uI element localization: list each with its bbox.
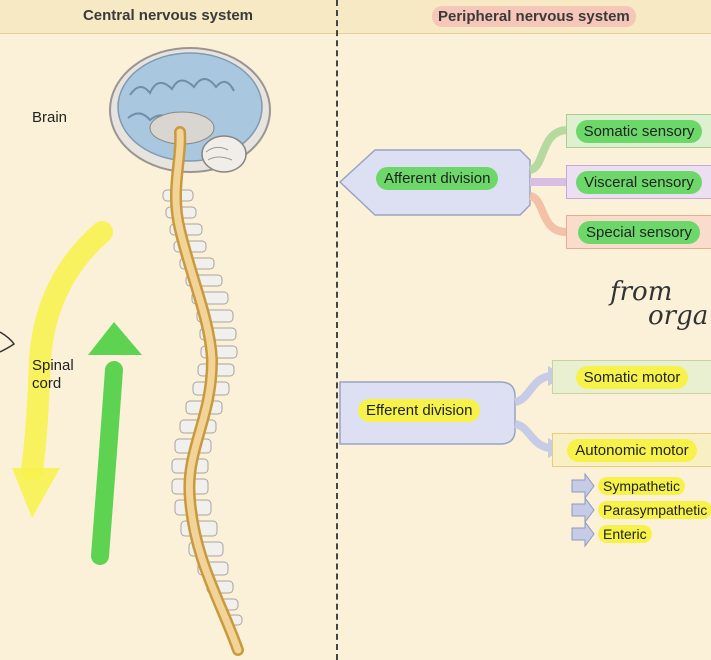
spinal-label-line1: Spinal <box>32 357 74 374</box>
header-bar: Central nervous system Peripheral nervou… <box>0 0 711 34</box>
pns-title: Peripheral nervous system <box>432 6 636 27</box>
yellow-down-arrow <box>21 221 113 481</box>
somatic-motor-label: Somatic motor <box>575 365 689 389</box>
cns-title: Central nervous system <box>82 7 254 24</box>
visceral-sensory-box: Visceral sensory <box>566 165 711 199</box>
efferent-division: Efferent division <box>358 399 481 422</box>
visceral-sensory-label: Visceral sensory <box>576 170 702 194</box>
parasympathetic-label: Parasympathetic <box>598 501 711 519</box>
divider-line <box>336 0 338 660</box>
autonomic-motor-label: Autonomic motor <box>567 438 697 462</box>
afferent-division-label: Afferent division <box>376 167 499 190</box>
enteric-item: Enteric <box>594 525 652 543</box>
sympathetic-label: Sympathetic <box>598 477 686 495</box>
somatic-motor-box: Somatic motor <box>552 360 711 394</box>
somatic-sensory-label: Somatic sensory <box>575 119 703 143</box>
spinal-label-line2: cord <box>32 375 62 392</box>
parasympathetic-item: Parasympathetic <box>594 501 711 519</box>
brain-illustration <box>109 47 271 173</box>
green-up-arrow <box>91 361 123 565</box>
autonomic-motor-box: Autonomic motor <box>552 433 711 467</box>
handwriting-line1: from <box>608 277 672 307</box>
sympathetic-item: Sympathetic <box>594 477 686 495</box>
somatic-sensory-box: Somatic sensory <box>566 114 711 148</box>
enteric-label: Enteric <box>598 525 652 543</box>
handwriting-line2: orga <box>648 301 708 331</box>
special-sensory-label: Special sensory <box>578 220 700 244</box>
efferent-division-label: Efferent division <box>358 399 481 422</box>
special-sensory-box: Special sensory <box>566 215 711 249</box>
brain-label: Brain <box>32 109 68 126</box>
afferent-division: Afferent division <box>376 167 499 190</box>
